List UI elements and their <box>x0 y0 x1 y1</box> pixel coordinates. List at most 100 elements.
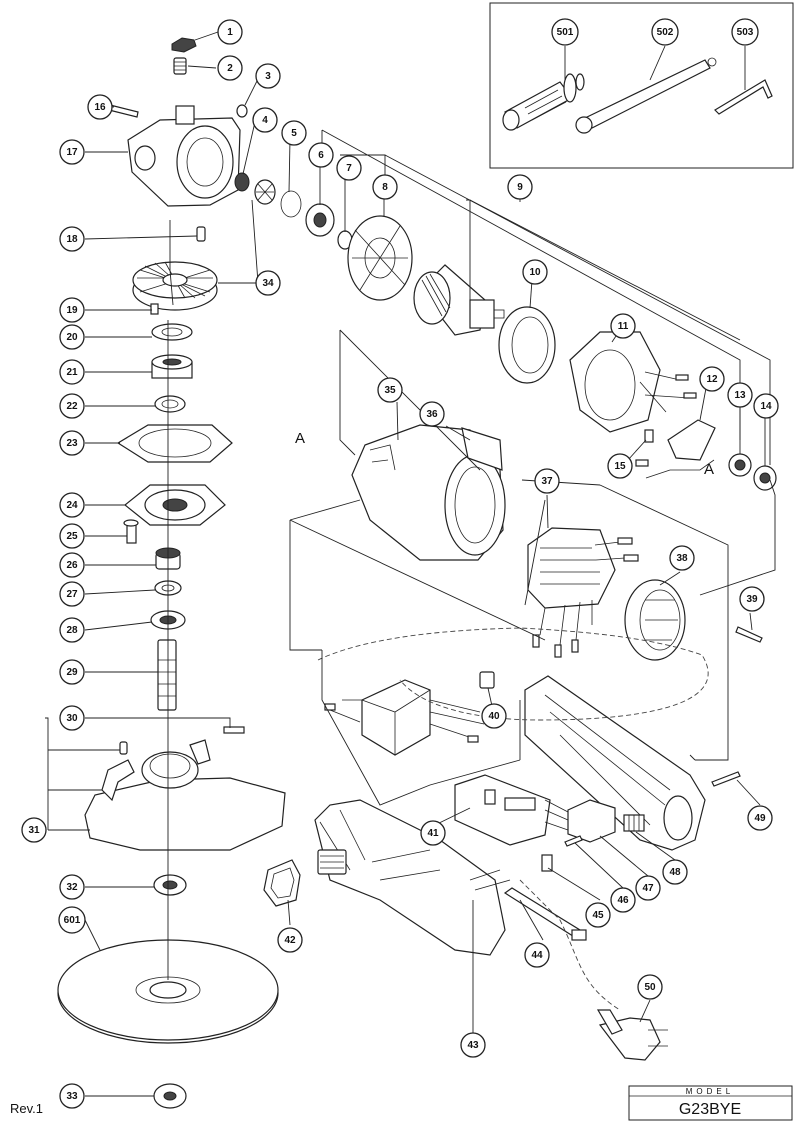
callout-17: 17 <box>59 139 85 165</box>
callout-23: 23 <box>59 430 85 456</box>
callout-number: 46 <box>617 895 629 906</box>
callout-31: 31 <box>21 817 47 843</box>
nut-part <box>171 37 197 53</box>
wheel-guard-part <box>84 726 286 851</box>
nameplate-part <box>461 427 503 471</box>
callout-number: 13 <box>734 390 746 401</box>
callout-22: 22 <box>59 393 85 419</box>
callout-number: 28 <box>66 625 78 636</box>
bearing-6-part <box>305 203 335 237</box>
callout-1: 1 <box>217 19 243 45</box>
callout-50: 50 <box>637 974 663 1000</box>
callout-9: 9 <box>507 174 533 200</box>
callout-15: 15 <box>607 453 633 479</box>
callout-601: 601 <box>58 906 86 934</box>
callout-number: 15 <box>614 461 626 472</box>
callout-number: 2 <box>227 63 233 74</box>
spring-part <box>173 57 187 75</box>
callout-503: 503 <box>731 18 759 46</box>
callout-number: 36 <box>426 409 438 420</box>
handle-housing-part <box>314 799 511 956</box>
callout-number: 10 <box>529 267 541 278</box>
gear-cover-part <box>127 105 241 207</box>
side-handle-part <box>502 73 585 131</box>
callout-number: 601 <box>64 915 81 926</box>
callout-number: 20 <box>66 332 78 343</box>
callout-number: 21 <box>66 367 78 378</box>
callout-48: 48 <box>662 859 688 885</box>
callout-number: 32 <box>66 882 78 893</box>
revision-label: Rev.1 <box>10 1101 43 1116</box>
cord-harness-part <box>645 459 715 479</box>
callout-number: 48 <box>669 867 681 878</box>
callout-number: 6 <box>318 150 324 161</box>
baffle-10-part <box>498 306 556 384</box>
callout-number: 41 <box>427 828 439 839</box>
spindle-part <box>157 639 177 711</box>
armature-part <box>413 264 505 336</box>
bearing-21-part <box>151 354 193 379</box>
bracket-12-part <box>667 419 716 461</box>
controller-part <box>527 527 639 658</box>
terminal-48-part <box>623 814 645 832</box>
callout-46: 46 <box>610 887 636 913</box>
callout-32: 32 <box>59 874 85 900</box>
callout-5: 5 <box>281 120 307 146</box>
callout-number: 5 <box>291 128 297 139</box>
callout-40: 40 <box>481 703 507 729</box>
callout-42: 42 <box>277 927 303 953</box>
marker-a-left: A <box>295 430 305 447</box>
callout-12: 12 <box>699 366 725 392</box>
callout-number: 37 <box>541 476 553 487</box>
callout-35: 35 <box>377 377 403 403</box>
tail-cover-part <box>524 675 706 851</box>
switch-part <box>454 774 551 846</box>
end-cover-part <box>624 579 686 661</box>
callout-10: 10 <box>522 259 548 285</box>
callout-number: 1 <box>227 27 233 38</box>
screw-15-part <box>635 429 654 467</box>
housing-part <box>351 424 506 561</box>
callout-6: 6 <box>308 142 334 168</box>
gasket-part <box>116 424 233 463</box>
callout-number: 27 <box>66 589 78 600</box>
callout-2: 2 <box>217 55 243 81</box>
callout-number: 44 <box>531 950 543 961</box>
callout-number: 25 <box>66 531 78 542</box>
screw-19-part <box>150 303 159 315</box>
callout-502: 502 <box>651 18 679 46</box>
callout-number: 31 <box>28 825 40 836</box>
callout-37: 37 <box>534 468 560 494</box>
callout-number: 501 <box>557 27 574 38</box>
spanner-wrench-part <box>575 57 717 134</box>
bevel-gear-part <box>132 261 218 311</box>
callout-14: 14 <box>753 393 779 419</box>
callout-39: 39 <box>739 586 765 612</box>
callout-number: 29 <box>66 667 78 678</box>
callout-21: 21 <box>59 359 85 385</box>
callout-number: 12 <box>706 374 718 385</box>
leader-lines <box>45 31 766 1097</box>
screw-39-part <box>735 626 763 643</box>
callout-number: 16 <box>94 102 106 113</box>
noise-suppressor-part <box>324 679 485 756</box>
callout-number: 38 <box>676 553 688 564</box>
screw-25-part <box>123 519 139 544</box>
model-header: MODEL <box>686 1087 734 1096</box>
accessory-box <box>489 2 794 169</box>
screw-49-part <box>711 771 741 787</box>
stator-part <box>569 331 697 433</box>
callout-number: 26 <box>66 560 78 571</box>
callout-number: 4 <box>262 115 268 126</box>
callout-28: 28 <box>59 617 85 643</box>
callout-16: 16 <box>87 94 113 120</box>
retainer-20-part <box>151 323 193 341</box>
gasket-42-part <box>263 859 301 907</box>
callout-number: 40 <box>488 711 500 722</box>
callout-11: 11 <box>610 313 636 339</box>
callout-number: 18 <box>66 234 78 245</box>
bearing-14-part <box>753 465 777 491</box>
grinding-wheel-part <box>57 939 279 1044</box>
callout-43: 43 <box>460 1032 486 1058</box>
snap-ring-5-part <box>280 190 302 218</box>
